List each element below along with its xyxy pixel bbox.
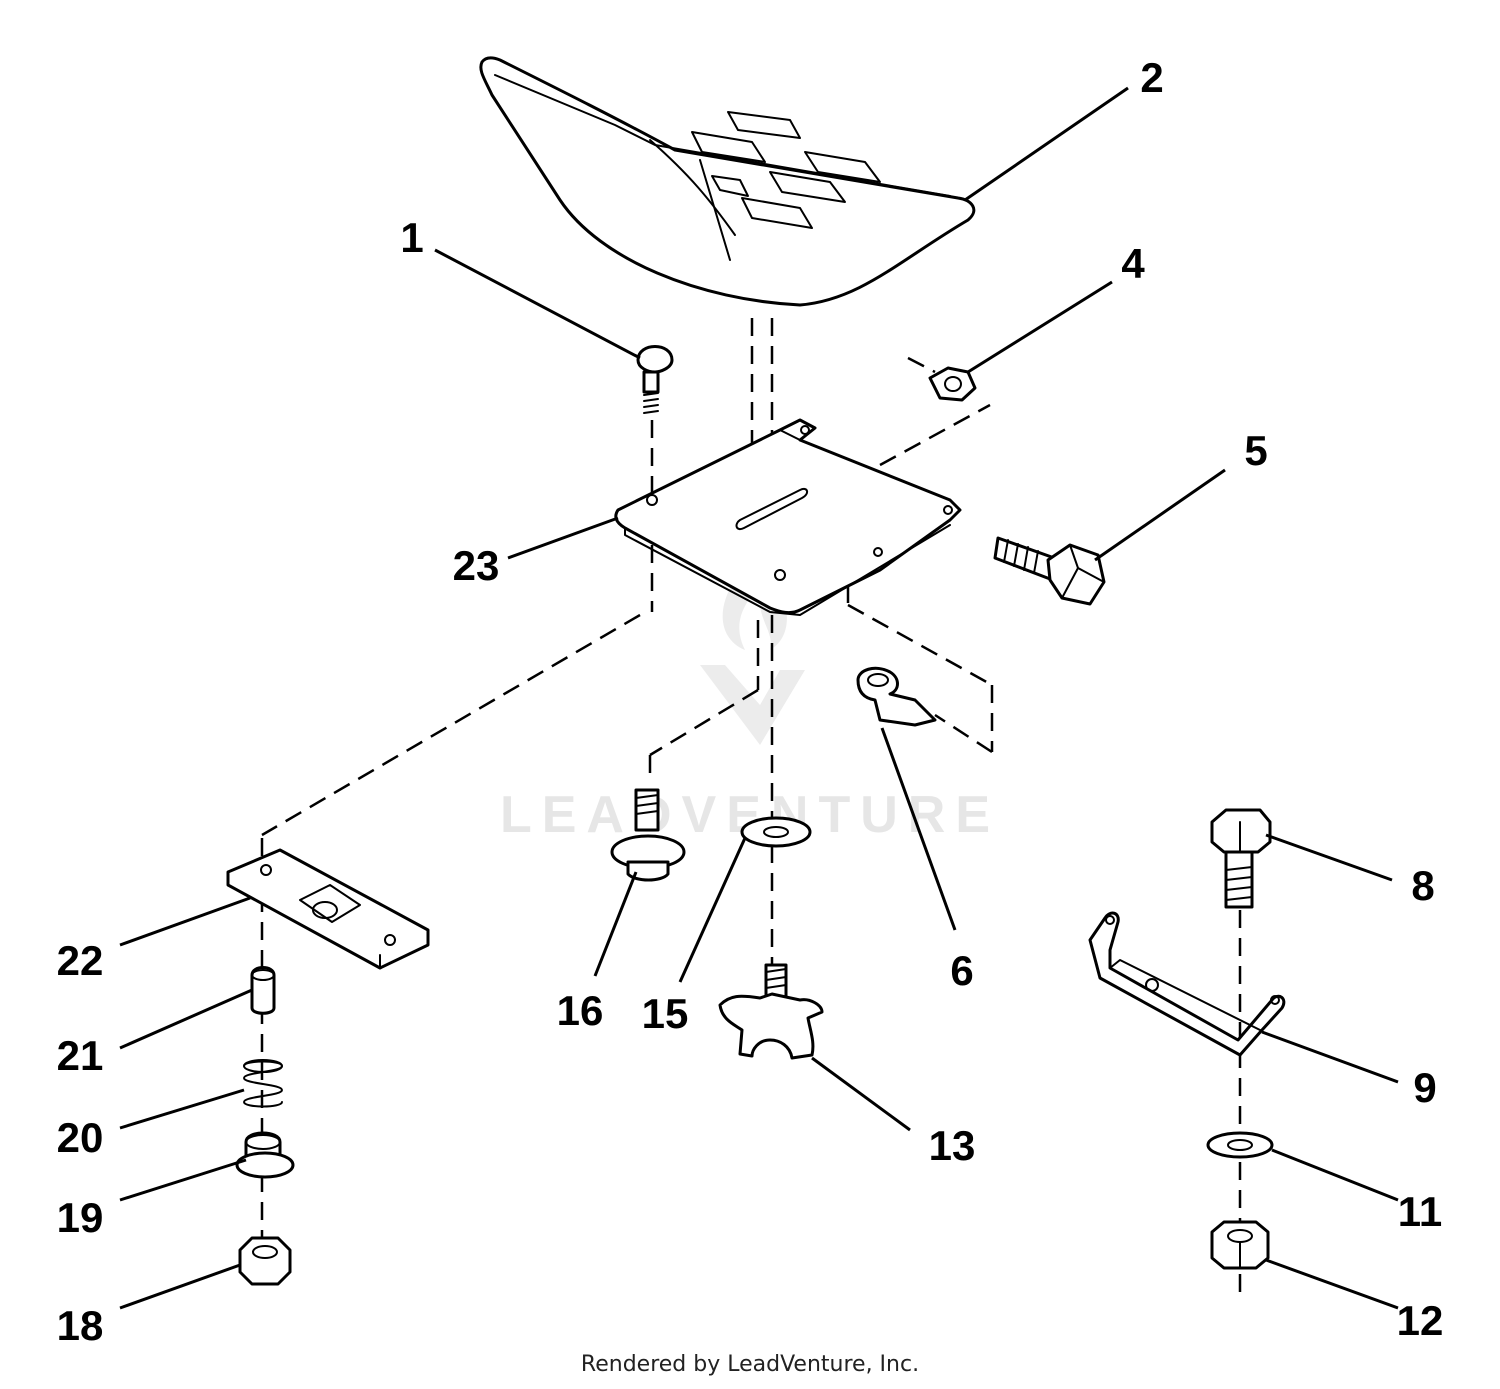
callout-19: 19 bbox=[57, 1194, 104, 1241]
seat bbox=[479, 56, 976, 307]
callout-12: 12 bbox=[1397, 1297, 1444, 1344]
flat-washer bbox=[740, 816, 812, 848]
callout-21: 21 bbox=[57, 1032, 104, 1079]
spring bbox=[243, 1059, 283, 1108]
lock-nut bbox=[1210, 1220, 1270, 1270]
callout-6: 6 bbox=[950, 947, 973, 994]
callout-2: 2 bbox=[1140, 54, 1163, 101]
carriage-bolt bbox=[636, 345, 674, 414]
hex-bolt bbox=[993, 536, 1106, 606]
callout-11: 11 bbox=[1398, 1188, 1442, 1235]
leader-lines bbox=[119, 86, 1399, 1310]
flange-nut bbox=[238, 1236, 292, 1286]
hex-nut bbox=[928, 366, 977, 402]
seat-knob bbox=[718, 963, 824, 1060]
assembly-lines bbox=[260, 318, 1242, 1295]
bushing bbox=[235, 1131, 295, 1179]
callout-22: 22 bbox=[57, 937, 104, 984]
callout-23: 23 bbox=[453, 542, 500, 589]
callout-4: 4 bbox=[1121, 240, 1145, 287]
callout-13: 13 bbox=[929, 1122, 976, 1169]
mounting-bracket bbox=[1088, 911, 1286, 1057]
watermark: LEADVENTURE bbox=[500, 570, 990, 844]
callout-numbers: 2 1 4 5 23 6 8 9 11 12 13 15 16 18 19 20… bbox=[57, 54, 1444, 1349]
callout-18: 18 bbox=[57, 1302, 104, 1349]
hex-cap-screw bbox=[1210, 808, 1272, 909]
callout-16: 16 bbox=[557, 987, 604, 1034]
latch-plate bbox=[226, 848, 430, 970]
seat-clip bbox=[856, 666, 937, 727]
callout-1: 1 bbox=[400, 214, 423, 261]
lock-washer bbox=[1206, 1131, 1274, 1159]
callout-9: 9 bbox=[1413, 1064, 1436, 1111]
footer-credit: Rendered by LeadVenture, Inc. bbox=[580, 1352, 920, 1377]
shoulder-bolt bbox=[610, 788, 686, 882]
callout-8: 8 bbox=[1411, 862, 1434, 909]
callout-5: 5 bbox=[1244, 427, 1267, 474]
callout-15: 15 bbox=[642, 990, 689, 1037]
pin bbox=[250, 966, 276, 1015]
callout-20: 20 bbox=[57, 1114, 104, 1161]
